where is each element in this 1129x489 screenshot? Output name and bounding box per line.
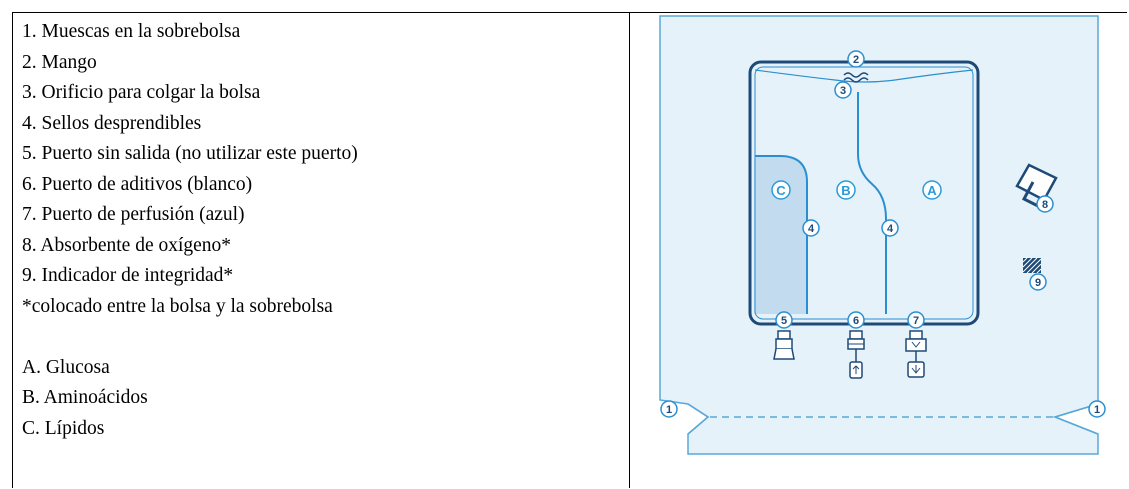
bag-diagram-svg: C B A: [659, 15, 1106, 455]
svg-text:7: 7: [913, 315, 919, 327]
bag-diagram: C B A: [650, 14, 1120, 474]
handle-slot: [754, 69, 974, 83]
lipid-chamber-fill: [754, 157, 806, 314]
chamber-a-marker: [922, 180, 942, 200]
table-top-border: [12, 12, 1127, 13]
svg-text:1: 1: [1094, 404, 1100, 416]
badge-absorber: 8: [1036, 195, 1054, 213]
legend-spacer: [22, 322, 622, 353]
badge-infusion-port: 7: [907, 311, 925, 329]
svg-text:5: 5: [781, 315, 787, 327]
legend-item-infusion-port: 7. Puerto de perfusión (azul): [22, 204, 245, 225]
legend-item-overpouch-notches: 1. Muescas en la sobrebolsa: [22, 21, 241, 42]
svg-text:6: 6: [853, 315, 859, 327]
badge-additive-port: 6: [847, 311, 865, 329]
legend-panel: 1. Muescas en la sobrebolsa 2. Mango 3. …: [22, 17, 622, 444]
chamber-c-marker: [771, 180, 791, 200]
svg-text:4: 4: [887, 223, 894, 235]
handle-icon: [843, 72, 869, 83]
chamber-b-marker: [836, 180, 856, 200]
legend-chamber-a: A. Glucosa: [22, 356, 110, 378]
badge-indicator: 9: [1029, 273, 1047, 291]
seal-b-a: [857, 92, 887, 314]
badge-notch-left: 1: [660, 400, 678, 418]
legend-item-dead-port: 5. Puerto sin salida (no utilizar este p…: [22, 143, 358, 164]
port-dead: [773, 330, 795, 360]
chamber-c-label: C: [776, 183, 786, 198]
badge-hanger: 3: [834, 81, 852, 99]
legend-item-oxygen-absorber: 8. Absorbente de oxígeno*: [22, 234, 232, 256]
port-additive: [847, 330, 865, 379]
integrity-indicator-icon: [1022, 257, 1042, 274]
badge-seal-right: 4: [881, 219, 899, 237]
legend-item-handle: 2. Mango: [22, 51, 97, 73]
legend-item-peel-seals: 4. Sellos desprendibles: [22, 112, 202, 134]
svg-text:1: 1: [666, 404, 672, 416]
legend-footnote: *colocado entre la bolsa y la sobrebolsa: [22, 295, 333, 317]
badge-handle: 2: [847, 50, 865, 68]
legend-item-hanger-hole: 3. Orificio para colgar la bolsa: [22, 82, 261, 103]
svg-text:4: 4: [808, 223, 815, 235]
table-column-divider: [629, 12, 630, 488]
oxygen-absorber-icon: [1015, 163, 1058, 210]
overpouch: [659, 15, 1099, 455]
svg-text:8: 8: [1042, 199, 1048, 211]
svg-text:9: 9: [1035, 277, 1041, 289]
chamber-b-label: B: [841, 183, 850, 198]
chamber-a-label: A: [927, 183, 937, 198]
seal-c: [755, 155, 808, 314]
svg-text:3: 3: [840, 85, 846, 97]
legend-chamber-b: B. Aminoácidos: [22, 387, 148, 408]
port-infusion: [905, 330, 927, 378]
overpouch-left-notch: [687, 403, 710, 435]
legend-item-additive-port: 6. Puerto de aditivos (blanco): [22, 173, 253, 195]
legend-item-integrity-indicator: 9. Indicador de integridad*: [22, 265, 234, 286]
badge-dead-port: 5: [775, 311, 793, 329]
legend-chamber-c: C. Lípidos: [22, 417, 105, 439]
badge-notch-right: 1: [1088, 400, 1106, 418]
badge-seal-left: 4: [802, 219, 820, 237]
overpouch-right-notch: [1052, 403, 1099, 435]
svg-text:2: 2: [853, 54, 859, 66]
table-left-border: [12, 12, 13, 488]
